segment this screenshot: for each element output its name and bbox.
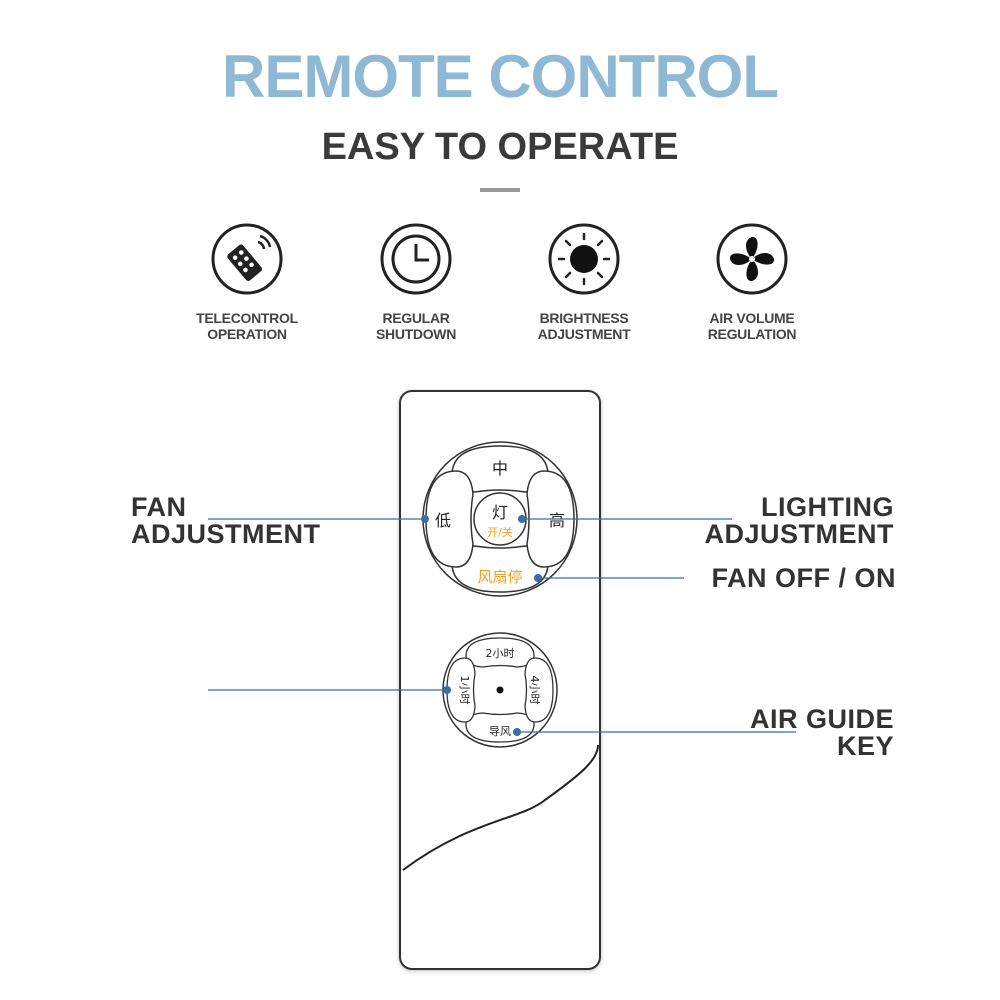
button-4-hours[interactable] — [524, 657, 554, 723]
remote-body-curve — [402, 744, 599, 871]
callout-lighting-adjustment: LIGHTING ADJUSTMENT — [704, 494, 894, 548]
callout-fan-off-on: FAN OFF / ON — [712, 565, 897, 592]
button-air-guide-label: 导风 — [489, 725, 511, 738]
callout-dot — [443, 686, 451, 694]
callout-lighting-line1: LIGHTING — [761, 492, 894, 522]
feature-label-line2: OPERATION — [207, 326, 287, 342]
sun-icon — [548, 223, 620, 295]
feature-label-line2: SHUTDOWN — [375, 326, 457, 342]
button-center-dot[interactable] — [496, 686, 504, 694]
fan-icon — [716, 223, 788, 295]
feature-label-line2: ADJUSTMENT — [537, 326, 631, 342]
title-divider — [480, 188, 520, 192]
callout-fan-adjustment-line2: ADJUSTMENT — [131, 519, 321, 549]
callout-fan-adjustment-line1: FAN — [131, 492, 187, 522]
callout-dot — [518, 515, 526, 523]
feature-label-line1: TELECONTROL — [196, 310, 298, 326]
button-4-hours-label: 4小时 — [528, 676, 541, 705]
button-low-label: 低 — [435, 511, 451, 530]
callout-air-guide-key: AIR GUIDE KEY — [750, 706, 894, 760]
button-1-hour-label: 1小时 — [458, 676, 471, 705]
button-low[interactable] — [425, 470, 474, 568]
button-light-label: 灯 — [492, 503, 508, 522]
remote-icon — [211, 223, 283, 295]
callout-dot — [421, 515, 429, 523]
button-fan-stop-label: 风扇停 — [477, 568, 522, 586]
callout-air-guide-line2: KEY — [836, 731, 894, 761]
feature-label-line2: REGULATION — [707, 326, 797, 342]
feature-label-line1: REGULAR — [382, 310, 450, 326]
callout-fan-adjustment: FAN ADJUSTMENT — [131, 494, 321, 548]
button-light-sublabel: 开/关 — [487, 525, 513, 539]
feature-label-line1: BRIGHTNESS — [539, 310, 629, 326]
callout-fan-off-on-label: FAN OFF / ON — [711, 563, 896, 593]
button-high-label: 高 — [549, 511, 565, 530]
button-medium-label: 中 — [492, 459, 508, 478]
clock-icon — [380, 223, 452, 295]
feature-label-line1: AIR VOLUME — [709, 310, 795, 326]
callout-air-guide-line1: AIR GUIDE — [749, 704, 894, 734]
callout-lighting-line2: ADJUSTMENT — [704, 519, 894, 549]
callout-dot — [513, 728, 521, 736]
button-2-hours-label: 2小时 — [486, 647, 515, 660]
button-1-hour[interactable] — [446, 657, 476, 723]
page-title: REMOTE CONTROL — [222, 43, 779, 110]
page-subtitle: EASY TO OPERATE — [321, 126, 679, 168]
callout-dot — [534, 574, 542, 582]
